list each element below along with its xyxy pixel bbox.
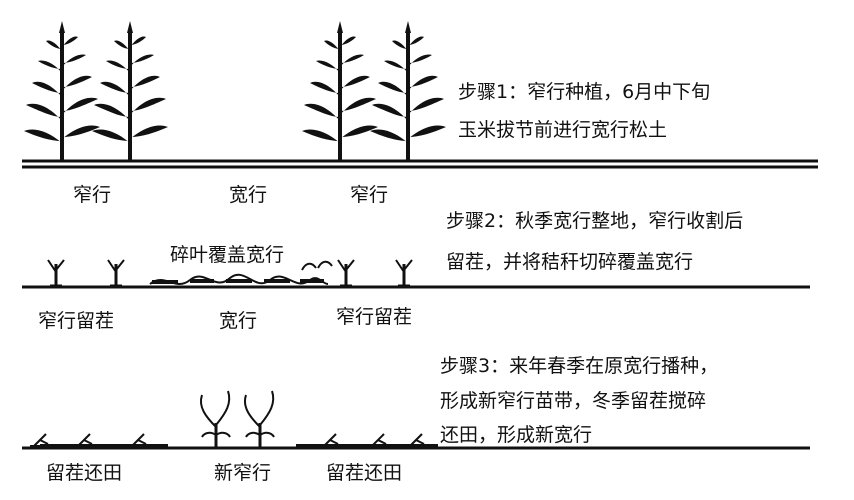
step3-label-right: 留茬还田 <box>326 462 403 484</box>
step3-text-line1: 步骤3：来年春季在原宽行播种， <box>440 355 719 377</box>
step2-text-line1: 步骤2：秋季宽行整地，窄行收割后 <box>446 210 744 232</box>
stubble-2 <box>106 258 126 288</box>
step2-label-narrow-right: 窄行留茬 <box>336 306 413 328</box>
step1-label-wide: 宽行 <box>229 184 268 206</box>
step3-text-line2: 形成新窄行苗带，冬季留茬搅碎 <box>440 390 707 412</box>
step1-label-narrow-right: 窄行 <box>350 184 389 206</box>
step2-label-wide: 宽行 <box>219 310 258 332</box>
seedling-1 <box>199 389 232 449</box>
step3-label-center: 新窄行 <box>214 462 272 484</box>
step2-label-narrow-left: 窄行留茬 <box>38 310 115 332</box>
step1-text-line2: 玉米拔节前进行宽行松土 <box>458 119 668 141</box>
stubble-1 <box>46 258 66 288</box>
step1-text-line1: 步骤1：窄行种植，6月中下旬 <box>458 81 711 103</box>
stubble-4 <box>394 258 414 288</box>
stubble-3 <box>336 258 356 288</box>
corn-plant-1 <box>22 19 102 163</box>
corn-plant-4 <box>368 19 448 163</box>
step1-label-narrow-left: 窄行 <box>73 184 112 206</box>
seedling-2 <box>243 389 276 449</box>
corn-plant-2 <box>90 19 170 163</box>
step3-label-left: 留茬还田 <box>46 462 123 484</box>
step2-overlay-label: 碎叶覆盖宽行 <box>170 244 285 266</box>
step2-text-line2: 留茬，并将秸秆切碎覆盖宽行 <box>446 251 694 273</box>
corn-plant-3 <box>300 19 380 163</box>
step3-text-line3: 还田，形成新宽行 <box>440 424 593 446</box>
